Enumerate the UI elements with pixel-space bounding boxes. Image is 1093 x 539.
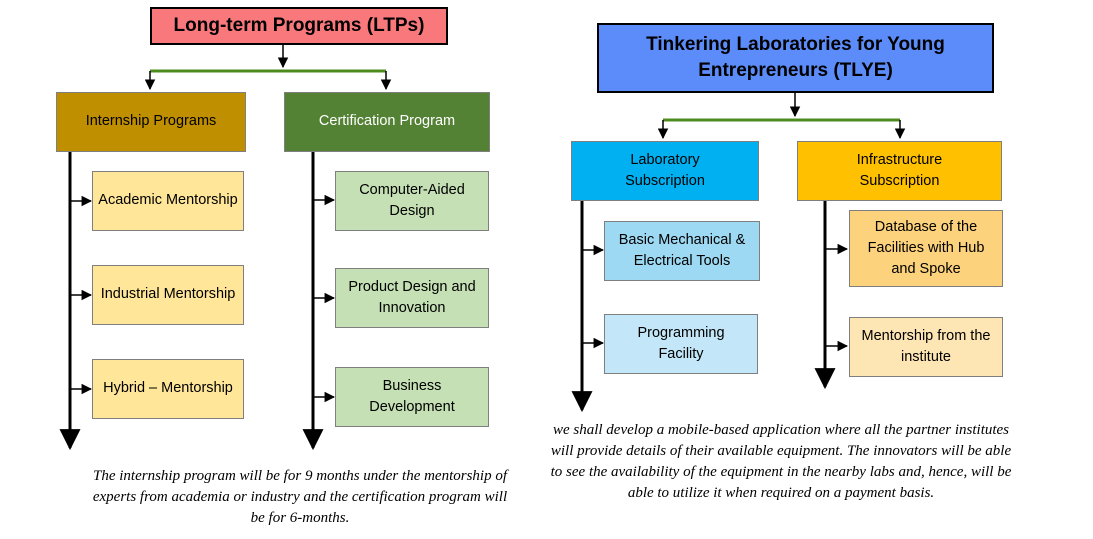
programming-facility-box: Programming Facility xyxy=(604,314,758,374)
internship-programs-box: Internship Programs xyxy=(56,92,246,152)
laboratory-subscription-box: Laboratory Subscription xyxy=(571,141,759,201)
academic-mentorship-box: Academic Mentorship xyxy=(92,171,244,231)
institute-mentorship-box: Mentorship from the institute xyxy=(849,317,1003,377)
industrial-mentorship-box: Industrial Mentorship xyxy=(92,265,244,325)
business-development-box: Business Development xyxy=(335,367,489,427)
hybrid-mentorship-box: Hybrid – Mentorship xyxy=(92,359,244,419)
ltp-caption: The internship program will be for 9 mon… xyxy=(92,468,508,526)
basic-tools-box: Basic Mechanical & Electrical Tools xyxy=(604,221,760,281)
certification-program-box: Certification Program xyxy=(284,92,490,152)
ltp-title: Long-term Programs (LTPs) xyxy=(150,7,448,45)
tlye-title: Tinkering Laboratories for Young Entrepr… xyxy=(597,23,994,93)
tlye-caption: we shall develop a mobile-based applicat… xyxy=(550,422,1012,501)
product-design-innovation-box: Product Design and Innovation xyxy=(335,268,489,328)
infrastructure-subscription-box: Infrastructure Subscription xyxy=(797,141,1002,201)
computer-aided-design-box: Computer-Aided Design xyxy=(335,171,489,231)
facilities-database-box: Database of the Facilities with Hub and … xyxy=(849,210,1003,287)
